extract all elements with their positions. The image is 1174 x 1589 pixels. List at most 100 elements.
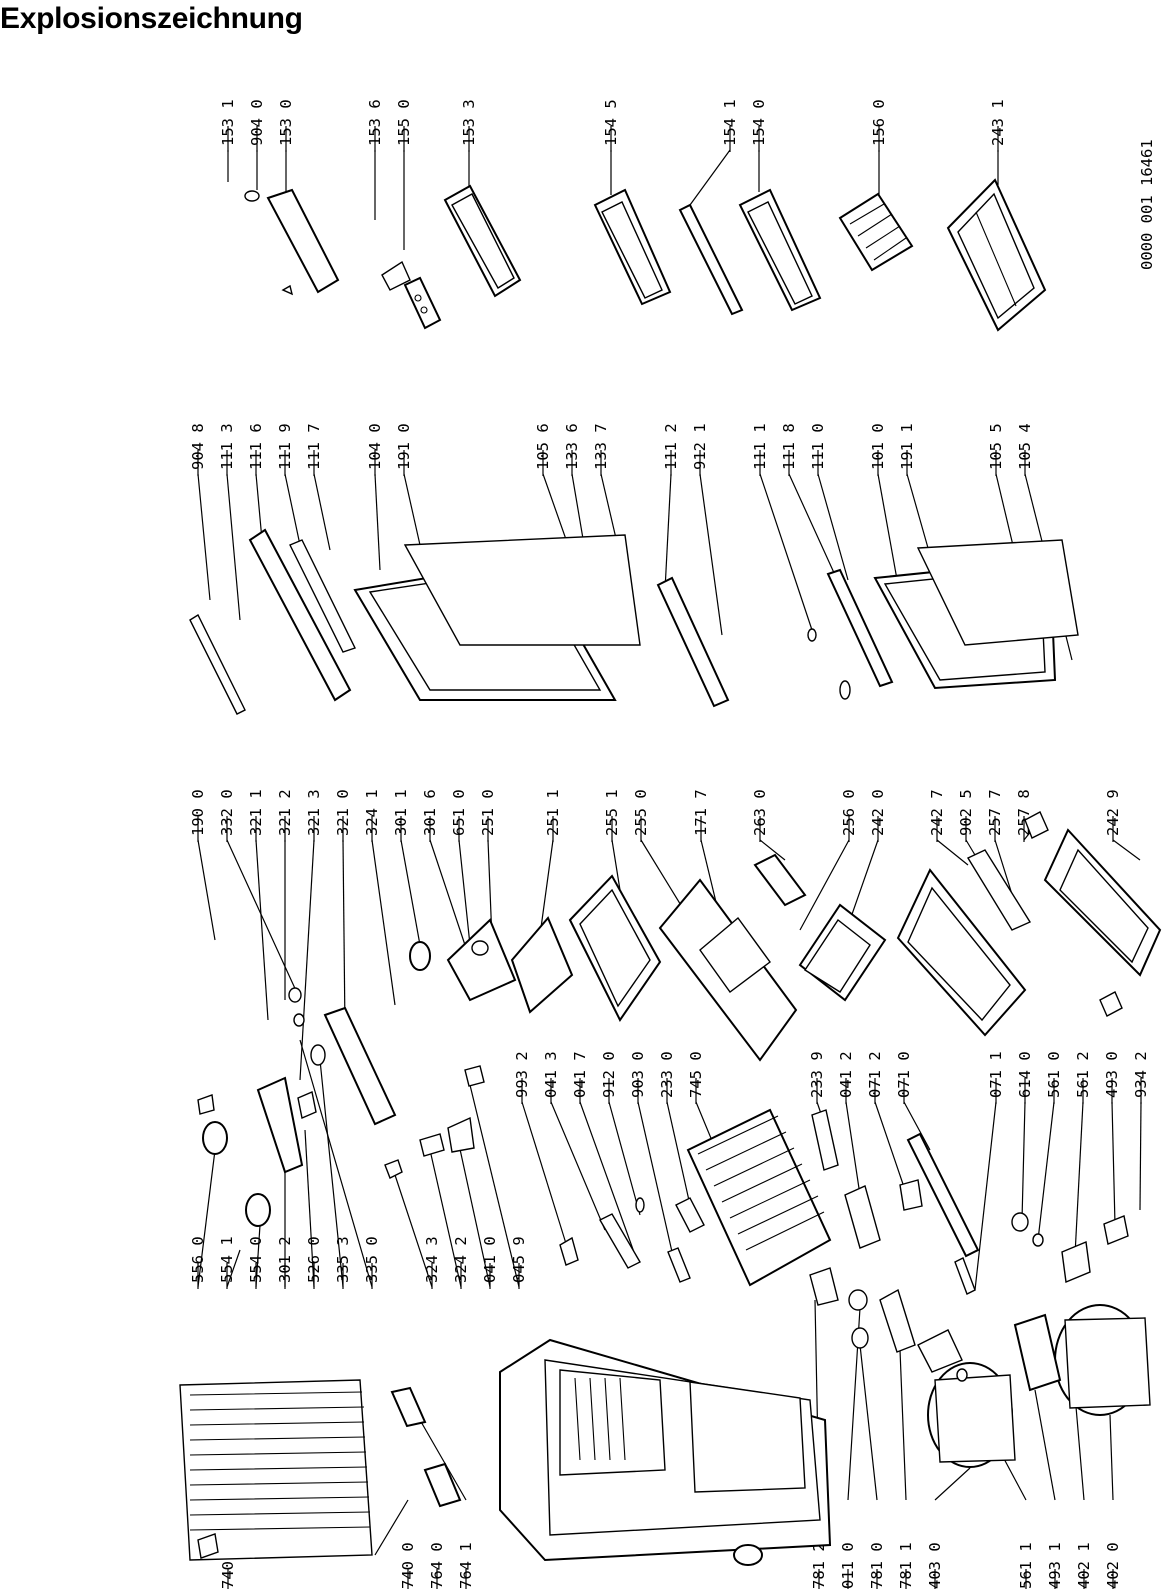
- part-number-callout: 111 0: [809, 423, 827, 470]
- fridge-door-101-0: [873, 539, 1079, 690]
- ice-tray-156-0: [838, 192, 914, 272]
- compressor-403-0: [927, 1362, 1016, 1468]
- part-number-callout: 614 0: [1016, 1051, 1034, 1098]
- evaporator-fittings: [559, 1132, 1129, 1295]
- leader-line: [817, 473, 849, 581]
- part-number-callout: 153 0: [277, 99, 295, 146]
- part-number-callout: 301 1: [392, 789, 410, 836]
- part-number-callout: 904 8: [189, 423, 207, 470]
- leader-line: [539, 839, 554, 936]
- leader-line: [299, 839, 315, 1081]
- leader-line: [699, 473, 723, 636]
- part-number-callout: 903 0: [629, 1051, 647, 1098]
- leader-line: [689, 149, 731, 206]
- part-number-callout: 255 0: [632, 789, 650, 836]
- part-number-callout: 105 6: [534, 423, 552, 470]
- part-number-callout: 764 1: [457, 1542, 475, 1589]
- leader-line: [550, 1101, 606, 1231]
- part-number-callout: 934 2: [1132, 1051, 1150, 1098]
- part-number-callout: 256 0: [840, 789, 858, 836]
- part-number-callout: 740 0: [399, 1542, 417, 1589]
- part-number-callout: 781 0: [868, 1542, 886, 1589]
- door-rail-154-1: [678, 203, 744, 316]
- compressor-402-0: [1013, 1304, 1151, 1416]
- leader-line: [226, 473, 241, 621]
- part-number-callout: 155 0: [395, 99, 413, 146]
- part-number-callout: 493 0: [1103, 1051, 1121, 1098]
- part-number-callout: 111 6: [247, 423, 265, 470]
- leader-line: [469, 1084, 520, 1288]
- part-number-callout: 111 1: [751, 423, 769, 470]
- part-number-callout: 242 0: [869, 789, 887, 836]
- leader-line: [903, 1101, 931, 1151]
- leader-line: [374, 473, 381, 571]
- leader-line: [788, 473, 836, 576]
- leader-line: [666, 1101, 691, 1206]
- part-number-callout: 233 0: [658, 1051, 676, 1098]
- part-number-callout: 133 7: [592, 423, 610, 470]
- drawing-number: 0000 001 16461: [1138, 139, 1156, 270]
- cover-251-0: [446, 918, 517, 1002]
- part-number-callout: 071 0: [895, 1051, 913, 1098]
- thermostat-526-0: [197, 1076, 317, 1227]
- part-number-callout: 255 1: [603, 789, 621, 836]
- compressor-accessories: [733, 1267, 968, 1566]
- leader-line: [1074, 1394, 1085, 1501]
- part-number-callout: 912 1: [691, 423, 709, 470]
- leader-line: [1112, 839, 1141, 861]
- crisper-drawer-242-7: [896, 849, 1032, 1037]
- leader-line: [255, 839, 269, 1021]
- part-number-callout: 111 7: [305, 423, 323, 470]
- part-number-callout: 153 3: [460, 99, 478, 146]
- part-number-callout: 526 0: [305, 1236, 323, 1283]
- part-number-callout: 904 0: [248, 99, 266, 146]
- leader-line: [226, 839, 299, 996]
- leader-line: [611, 839, 621, 891]
- part-number-callout: 561 2: [1074, 1051, 1092, 1098]
- part-number-callout: 191 1: [898, 423, 916, 470]
- leader-line: [759, 473, 813, 631]
- part-number-callout: 041 7: [571, 1051, 589, 1098]
- part-number-callout: 243 1: [989, 99, 1007, 146]
- leader-line: [899, 1349, 907, 1501]
- leader-line: [403, 473, 421, 546]
- part-number-callout: 242 7: [928, 789, 946, 836]
- part-number-callout: 104 0: [366, 423, 384, 470]
- page-title: Explosionszeichnung: [0, 2, 303, 35]
- part-number-callout: 191 0: [395, 423, 413, 470]
- part-number-callout: 301 6: [421, 789, 439, 836]
- leader-line: [974, 1101, 997, 1291]
- door-shelf-153-0: [244, 188, 340, 296]
- leader-line: [799, 839, 850, 931]
- part-number-callout: 101 0: [869, 423, 887, 470]
- leader-line: [1139, 1101, 1142, 1211]
- part-number-callout: 154 5: [602, 99, 620, 146]
- part-number-callout: 324 2: [452, 1236, 470, 1283]
- leader-line: [313, 473, 331, 551]
- freezer-door-104-0: [353, 534, 641, 701]
- part-number-callout: 045 9: [510, 1236, 528, 1283]
- leader-line: [859, 1344, 878, 1501]
- leader-line: [255, 473, 263, 541]
- leader-line: [759, 839, 786, 861]
- part-number-callout: 321 1: [247, 789, 265, 836]
- crisper-cover-171-7: [658, 878, 798, 1062]
- leader-line: [371, 839, 396, 1006]
- part-number-callout: 105 5: [987, 423, 1005, 470]
- door-rail-111-2: [656, 576, 730, 708]
- cabinet-body: [499, 1338, 832, 1562]
- light-bulb-301-6: [409, 941, 431, 971]
- hinge-111-0: [807, 568, 894, 700]
- leader-line: [400, 839, 421, 946]
- leader-line: [304, 1129, 315, 1288]
- part-number-callout: 402 0: [1104, 1542, 1122, 1589]
- part-number-callout: 745 0: [687, 1051, 705, 1098]
- condenser-740-0: [179, 1379, 462, 1561]
- part-number-callout: 781 2: [810, 1542, 828, 1589]
- evaporator-745-0: [675, 1108, 839, 1287]
- part-number-callout: 242 9: [1104, 789, 1122, 836]
- leader-line: [521, 1101, 569, 1251]
- egg-tray-155-0: [381, 260, 442, 330]
